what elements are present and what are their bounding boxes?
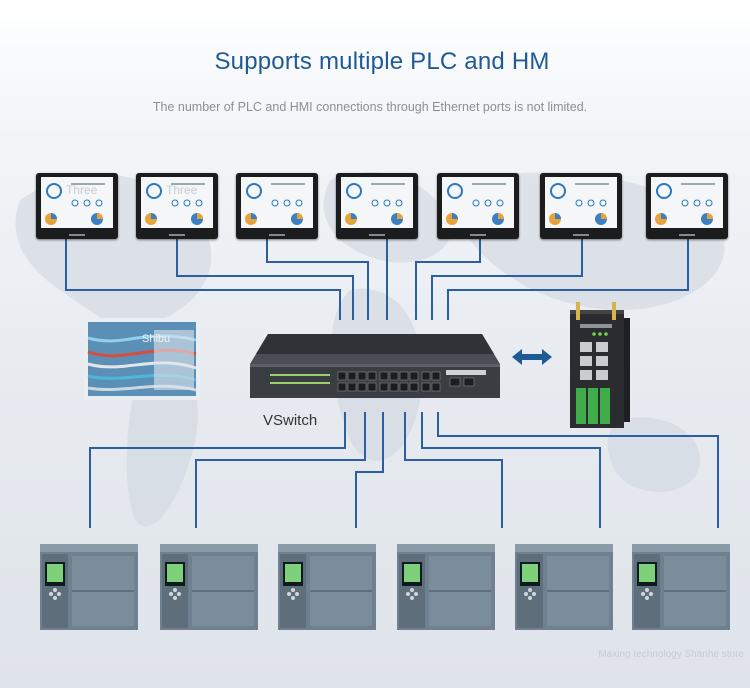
hmi-screen: Three (141, 177, 213, 228)
wire-hmi-5 (415, 238, 481, 320)
hmi-brand-mark (269, 234, 285, 236)
wire-plc-3 (355, 412, 384, 528)
plc-controller-icon (278, 544, 376, 630)
page-subtitle: The number of PLC and HMI connections th… (152, 100, 588, 114)
hmi-screen (442, 177, 514, 228)
plc-controller-icon (515, 544, 613, 630)
wire-hmi-7 (447, 238, 689, 320)
plc-controller-icon (40, 544, 138, 630)
page-title: Supports multiple PLC and HM (214, 48, 550, 75)
hmi-screen (241, 177, 313, 228)
wire-plc-5 (421, 412, 601, 528)
hmi-brand-mark (169, 234, 185, 236)
hmi-screen (545, 177, 617, 228)
ethernet-switch (250, 334, 500, 398)
hmi-watermark: Three (66, 183, 98, 197)
network-cables-photo: Shibu (84, 318, 200, 400)
wire-plc-4 (404, 412, 503, 528)
hmi-screen (341, 177, 413, 228)
hmi-brand-mark (573, 234, 589, 236)
wire-plc-1 (89, 412, 346, 528)
wire-hmi-3 (266, 238, 369, 320)
hmi-panel: Three (36, 173, 118, 239)
hmi-panel (336, 173, 418, 239)
wire-hmi-2 (176, 238, 354, 320)
hmi-watermark: Three (166, 183, 198, 197)
wire-plc-6 (437, 412, 719, 528)
hmi-brand-mark (470, 234, 486, 236)
photo-watermark: Shibu (142, 333, 170, 345)
hmi-screen: Three (41, 177, 113, 228)
plc-controller-icon (160, 544, 258, 630)
hmi-brand-mark (69, 234, 85, 236)
wire-plc-2 (195, 412, 366, 528)
hmi-brand-mark (679, 234, 695, 236)
store-watermark: Maxing technology Shanhe store (598, 649, 744, 660)
wire-hmi-1 (65, 238, 341, 320)
plc-controller-icon (397, 544, 495, 630)
hmi-screen (651, 177, 723, 228)
hmi-panel (540, 173, 622, 239)
hmi-panel: Three (136, 173, 218, 239)
hmi-panel (236, 173, 318, 239)
wire-hmi-6 (431, 238, 583, 320)
plc-controller-icon (632, 544, 730, 630)
hmi-brand-mark (369, 234, 385, 236)
hmi-panel (437, 173, 519, 239)
industrial-gateway-icon (570, 302, 630, 428)
hmi-panel (646, 173, 728, 239)
switch-label: VSwitch (263, 412, 318, 429)
double-arrow-icon (512, 349, 552, 365)
